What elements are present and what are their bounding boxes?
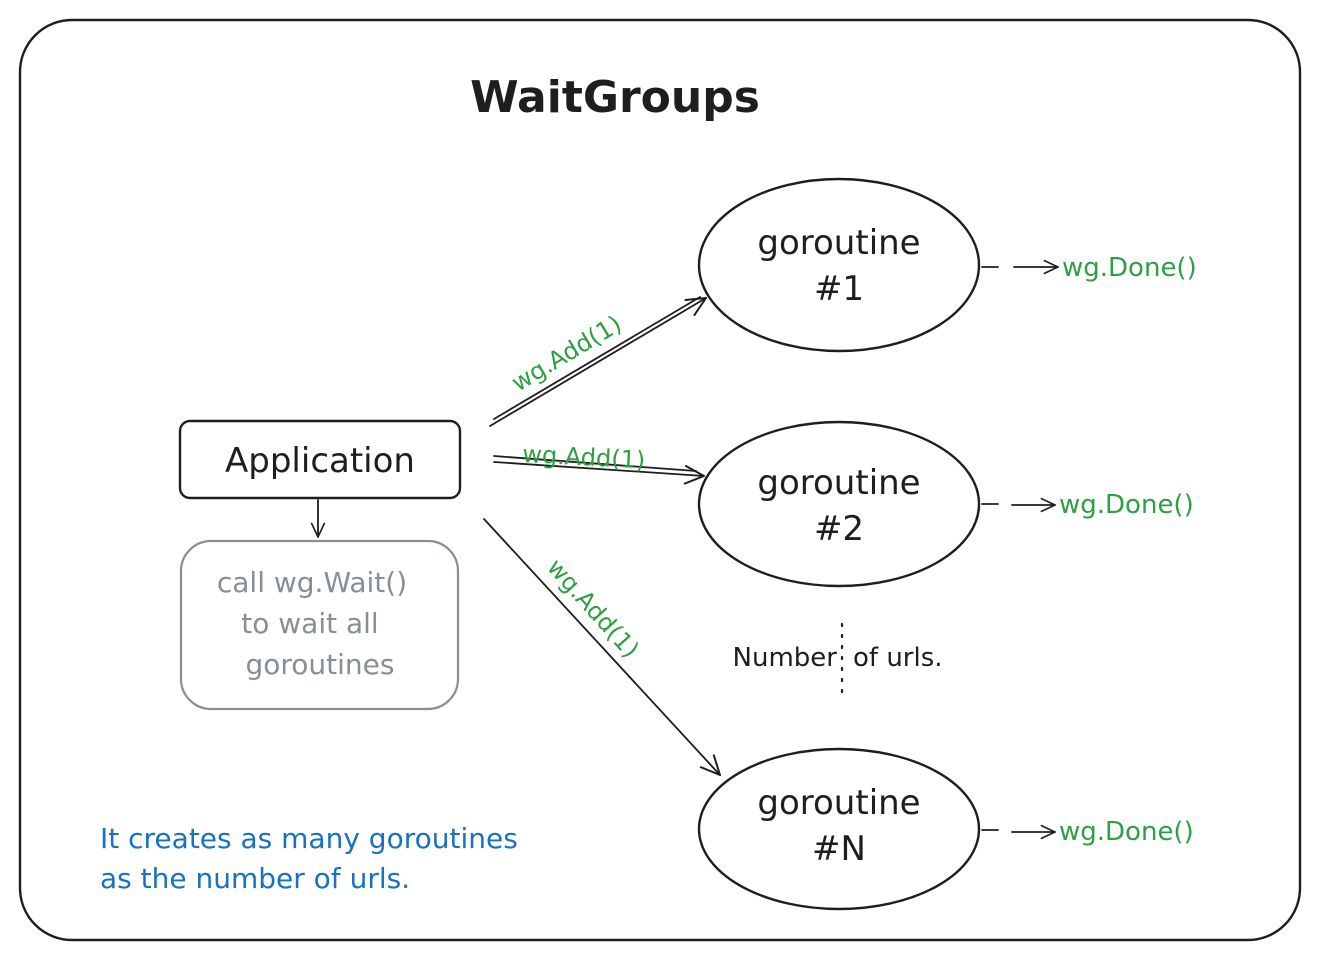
- goroutine-id-n: #N: [812, 829, 866, 869]
- edge-line-2: [493, 461, 705, 485]
- done-label-2: wg.Done(): [1059, 490, 1194, 520]
- goroutine-node-n: goroutine #N: [697, 747, 981, 911]
- goroutine-id-2: #2: [814, 509, 864, 549]
- done-arrow-2: wg.Done(): [981, 490, 1194, 520]
- wait-note-line-3: goroutines: [246, 648, 395, 681]
- application-node: Application: [178, 419, 462, 500]
- goroutine-id-1: #1: [814, 269, 864, 309]
- edge-line-3: [483, 518, 721, 776]
- wait-note-line-2: to wait all: [241, 607, 378, 640]
- goroutine-ellipse-2: [697, 420, 981, 588]
- done-label-1: wg.Done(): [1062, 253, 1197, 283]
- edge-label-3: wg.Add(1): [542, 553, 645, 663]
- edge-to-goroutine-1: wg.Add(1): [489, 296, 707, 427]
- done-arrow-1: wg.Done(): [981, 253, 1197, 283]
- edge-line-2-trace: [493, 455, 697, 472]
- goroutine-ellipse-1: [697, 177, 981, 353]
- edge-line-1: [489, 297, 707, 427]
- count-label-left: Number: [733, 643, 838, 673]
- goroutine-node-1: goroutine #1: [697, 177, 981, 353]
- goroutine-name-n: goroutine: [757, 783, 920, 823]
- edge-label-1: wg.Add(1): [507, 310, 627, 397]
- edge-label-2: wg.Add(1): [522, 440, 646, 474]
- application-box: [178, 419, 462, 500]
- caption-line-2: as the number of urls.: [100, 862, 410, 895]
- caption: It creates as many goroutines as the num…: [100, 822, 518, 895]
- goroutine-ellipse-n: [697, 747, 981, 911]
- goroutine-name-2: goroutine: [757, 463, 920, 503]
- goroutine-name-1: goroutine: [757, 223, 920, 263]
- edge-to-goroutine-n: wg.Add(1): [483, 518, 721, 776]
- count-label-right: of urls.: [853, 643, 943, 673]
- edge-to-goroutine-2: wg.Add(1): [493, 440, 705, 485]
- wait-note: call wg.Wait() to wait all goroutines: [179, 539, 460, 711]
- diagram-frame: [18, 18, 1302, 942]
- done-label-n: wg.Done(): [1059, 817, 1194, 847]
- wait-note-box: [179, 539, 460, 711]
- caption-line-1: It creates as many goroutines: [100, 822, 518, 855]
- wait-note-line-1: call wg.Wait(): [217, 566, 407, 599]
- diagram-title: WaitGroups: [470, 72, 760, 123]
- application-label: Application: [225, 441, 415, 481]
- goroutine-node-2: goroutine #2: [697, 420, 981, 588]
- edge-line-1-trace: [493, 296, 701, 420]
- done-arrow-n: wg.Done(): [981, 817, 1194, 847]
- goroutine-count-indicator: Number of urls.: [733, 622, 943, 696]
